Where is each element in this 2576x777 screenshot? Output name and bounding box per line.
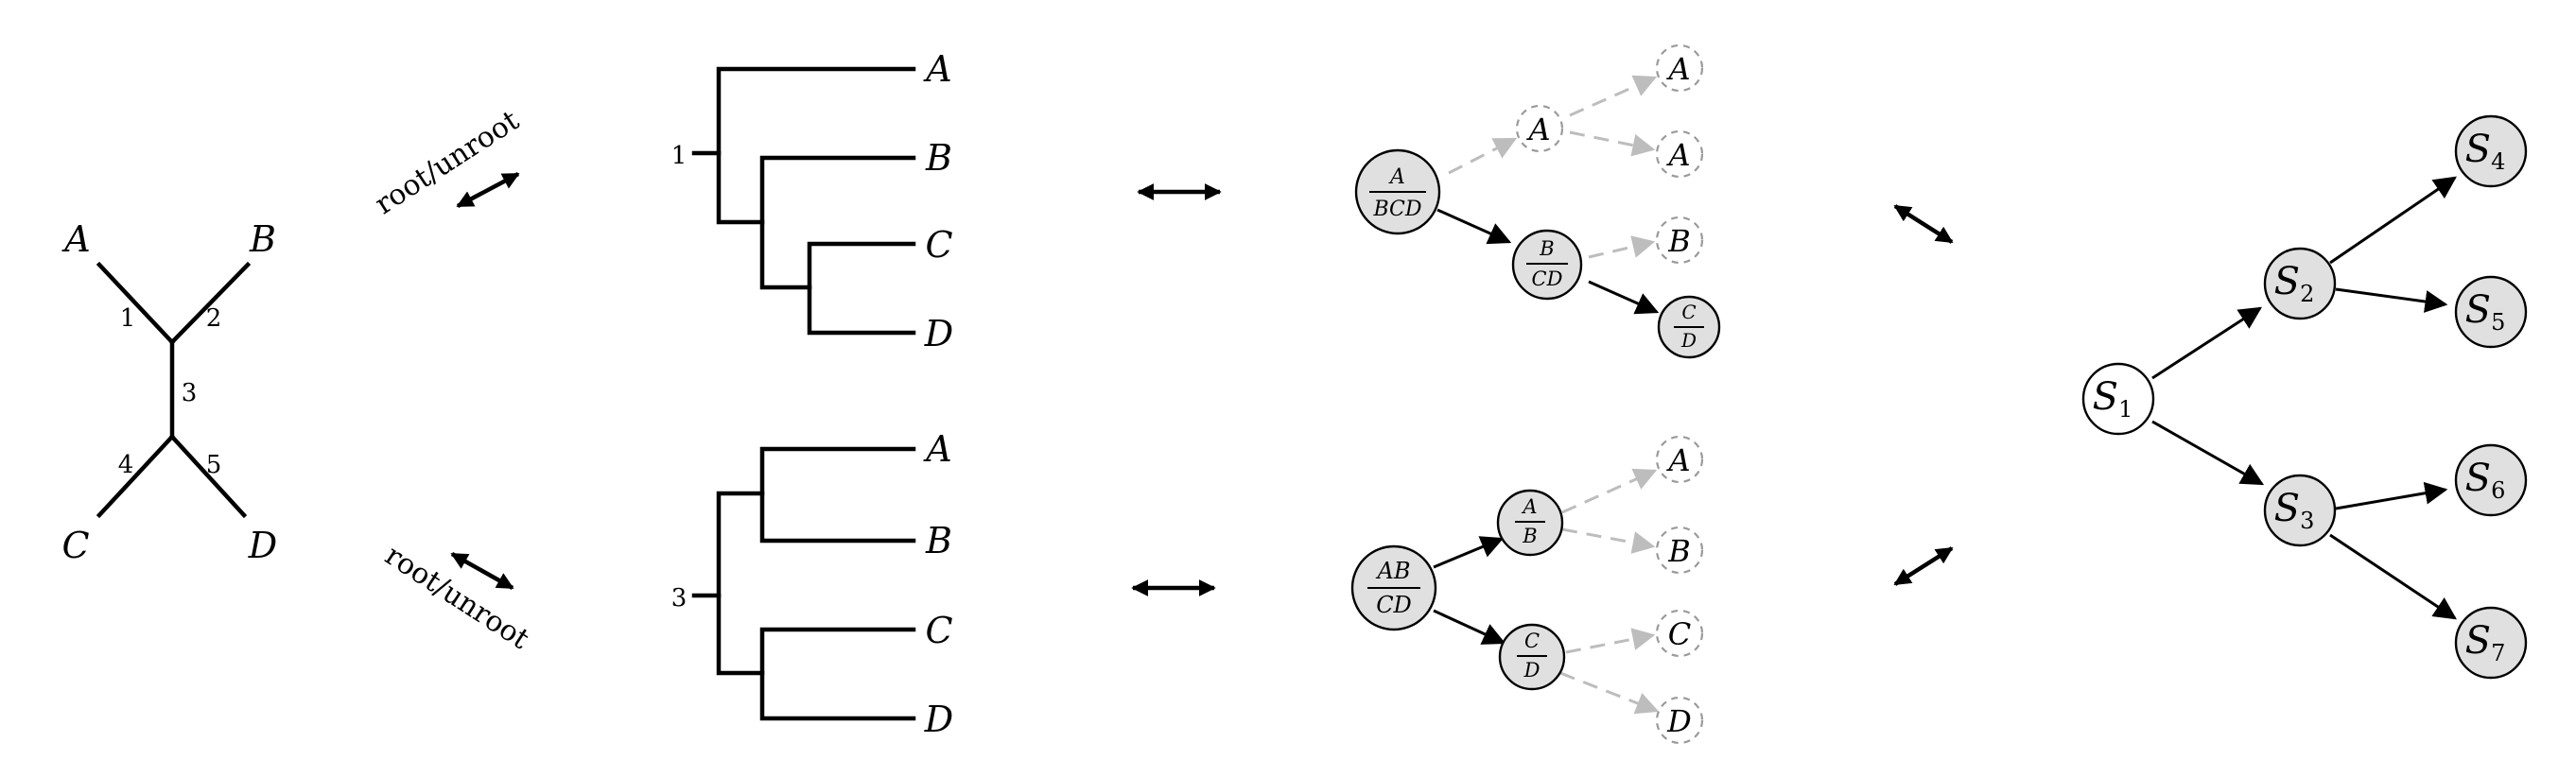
split-numerator: AB <box>1376 558 1411 584</box>
double-arrow-icon <box>1893 546 1954 586</box>
branch-a <box>716 66 916 225</box>
leaf-label-c: C <box>61 525 89 566</box>
root-unroot-bottom: root/unroot <box>379 539 535 656</box>
edge-4 <box>96 433 176 519</box>
root-unroot-label-top: root/unroot <box>369 104 525 221</box>
split-denominator: CD <box>1532 268 1563 290</box>
edge-number-1: 1 <box>120 304 136 333</box>
leaf-label-d: D <box>924 313 953 354</box>
ghost-label-a: A <box>1665 51 1690 87</box>
edge-2 <box>168 261 252 346</box>
split-denominator: B <box>1522 525 1537 547</box>
leaf-label-a: A <box>61 218 90 260</box>
split-numerator: B <box>1539 237 1554 260</box>
split-tree-top: A BCD B CD C D A A A B <box>1354 43 1721 359</box>
edge-number-4: 4 <box>118 451 134 479</box>
state-node-s1 <box>2081 362 2155 436</box>
ghost-node-a <box>1655 435 1704 484</box>
ghost-node-b <box>1655 526 1704 575</box>
state-node-s6 <box>2454 443 2528 517</box>
state-node-s5 <box>2454 275 2528 349</box>
double-arrow-icon <box>1893 204 1954 244</box>
split-numerator: A <box>1521 495 1537 518</box>
state-label-s4: S4 <box>2465 128 2506 175</box>
unrooted-tree: A B C D 1 2 3 4 5 <box>61 218 277 566</box>
split-numerator: A <box>1388 165 1405 189</box>
ghost-label-a: A <box>1525 112 1550 147</box>
branch-b <box>759 155 916 290</box>
ghost-node-a <box>1655 130 1704 179</box>
ghost-node-a <box>1515 104 1564 153</box>
leaf-label-b: B <box>249 218 276 260</box>
state-label-s2: S2 <box>2274 260 2315 307</box>
edge-1 <box>96 261 176 346</box>
branch-cd <box>759 627 916 721</box>
double-arrow-icon <box>456 172 520 208</box>
ghost-label-d: D <box>1666 703 1692 739</box>
state-tree: S1 S2 S3 S4 S5 S6 S7 <box>2081 114 2528 680</box>
rooted-tree-top: 1 A B C D <box>671 48 954 354</box>
edge-number-3: 3 <box>182 379 198 407</box>
root-unroot-top: root/unroot <box>369 104 525 221</box>
leaf-label-d: D <box>248 525 277 566</box>
split-denominator: D <box>1680 329 1697 352</box>
state-label-s1: S1 <box>2093 375 2133 423</box>
state-node-s7 <box>2454 606 2528 680</box>
ghost-label-b: B <box>1667 533 1691 569</box>
root-join <box>716 491 765 676</box>
split-tree-bottom: AB CD A B C D A B C D <box>1350 435 1704 745</box>
split-numerator: C <box>1524 630 1540 652</box>
double-arrow-icon <box>450 552 514 590</box>
branch-cd <box>807 241 916 336</box>
state-node-s2 <box>2263 247 2337 320</box>
split-denominator: D <box>1523 659 1540 682</box>
state-label-s7: S7 <box>2465 619 2506 666</box>
ghost-label-c: C <box>1668 616 1691 652</box>
leaf-label-d: D <box>924 699 953 740</box>
ghost-label-b: B <box>1667 223 1691 259</box>
root-number: 3 <box>671 584 688 613</box>
leaf-label-c: C <box>925 610 952 651</box>
state-node-s4 <box>2454 114 2528 188</box>
ghost-node-d <box>1655 696 1704 745</box>
state-node-s3 <box>2263 474 2337 547</box>
edge-5 <box>168 433 248 519</box>
edge-number-2: 2 <box>206 304 222 333</box>
leaf-label-c: C <box>925 224 952 266</box>
branch-ab <box>759 446 916 544</box>
ghost-label-a: A <box>1665 137 1690 173</box>
ghost-label-a: A <box>1665 442 1690 478</box>
split-denominator: BCD <box>1372 198 1421 221</box>
split-numerator: C <box>1681 301 1696 323</box>
leaf-label-b: B <box>925 520 952 561</box>
ghost-node-c <box>1655 609 1704 658</box>
state-label-s5: S5 <box>2465 288 2506 336</box>
root-number: 1 <box>671 142 688 170</box>
leaf-label-a: A <box>923 428 951 470</box>
rooted-tree-bottom: 3 A B C D <box>671 428 954 740</box>
state-label-s3: S3 <box>2274 487 2315 534</box>
ghost-node-a <box>1655 43 1704 93</box>
split-denominator: CD <box>1376 592 1412 618</box>
edge-number-5: 5 <box>206 451 222 479</box>
leaf-label-b: B <box>925 137 952 179</box>
state-label-s6: S6 <box>2465 457 2506 504</box>
ghost-node-b <box>1655 216 1704 265</box>
leaf-label-a: A <box>923 48 951 90</box>
